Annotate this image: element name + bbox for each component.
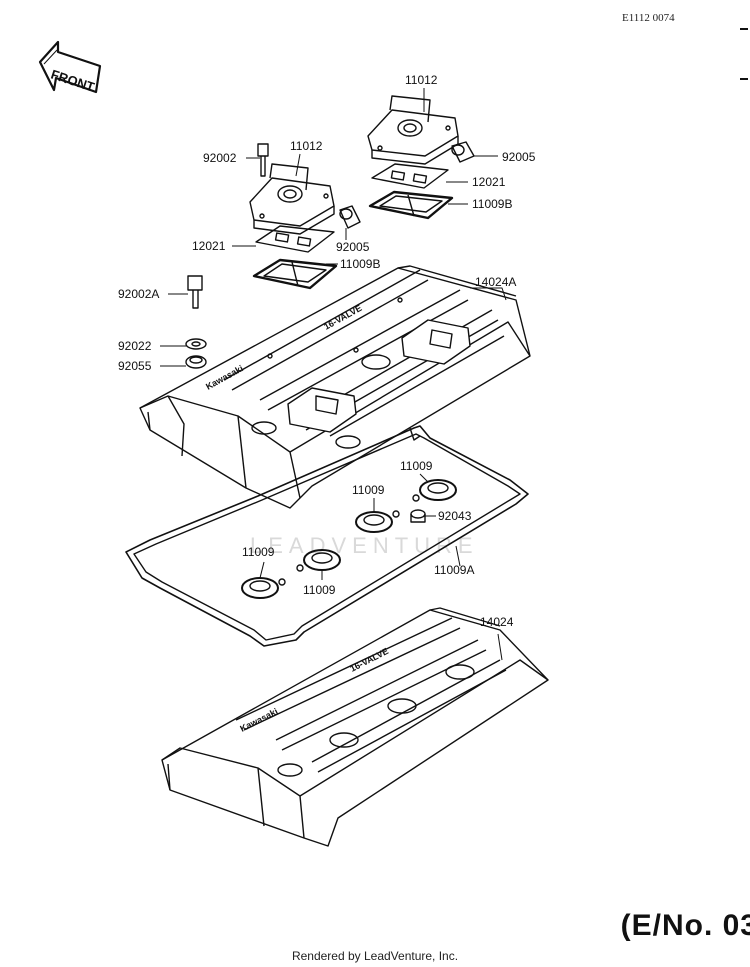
edge-mark-top (740, 28, 748, 30)
render-credit: Rendered by LeadVenture, Inc. (291, 949, 459, 963)
reference-code: E1112 0074 (622, 12, 675, 24)
label-11012-right: 11012 (405, 73, 438, 87)
label-92055: 92055 (118, 359, 152, 373)
gasket-11009B-right (368, 190, 454, 220)
label-11012-left: 11012 (290, 139, 323, 153)
front-arrow-icon (38, 40, 102, 94)
label-92043: 92043 (438, 509, 472, 523)
bolt-92002A (187, 275, 203, 309)
label-92022: 92022 (118, 339, 152, 353)
cap-11012-right (367, 95, 459, 165)
label-92002: 92002 (203, 151, 237, 165)
grommet-92055 (185, 355, 207, 369)
label-11009B-right: 11009B (472, 197, 512, 211)
label-11009-a: 11009 (400, 459, 433, 473)
label-11009-d: 11009 (303, 583, 336, 597)
plug-92005-left (339, 205, 361, 229)
label-11009A: 11009A (434, 563, 474, 577)
dowel-92043 (410, 509, 426, 523)
label-12021-left: 12021 (192, 239, 226, 253)
label-11009-b: 11009 (352, 483, 385, 497)
gasket-12021-left (255, 225, 335, 253)
label-92002A: 92002A (118, 287, 159, 301)
engine-number-note: (E/No. 03 (620, 909, 750, 942)
label-11009-c: 11009 (242, 545, 275, 559)
washer-92022 (185, 338, 207, 350)
label-92005-right: 92005 (502, 150, 536, 164)
label-14024A: 14024A (475, 275, 516, 289)
seal-11009-b (355, 510, 400, 533)
seal-11009-d (241, 577, 286, 599)
gasket-12021-right (371, 163, 449, 189)
label-12021-right: 12021 (472, 175, 506, 189)
leader-lines (160, 88, 507, 661)
label-11009B-left: 11009B (340, 257, 380, 271)
edge-mark-mid (740, 78, 748, 80)
label-14024: 14024 (480, 615, 514, 629)
bolt-92002 (257, 143, 269, 177)
head-cover-14024A (139, 265, 531, 509)
gasket-11009B-left (252, 258, 338, 290)
plug-92005-right (451, 141, 475, 163)
head-cover-14024 (161, 607, 549, 847)
seal-11009-a (412, 479, 457, 502)
seal-11009-c (296, 549, 341, 572)
label-92005-left: 92005 (336, 240, 370, 254)
cap-11012-left (249, 163, 335, 235)
gasket-11009A (125, 425, 529, 647)
